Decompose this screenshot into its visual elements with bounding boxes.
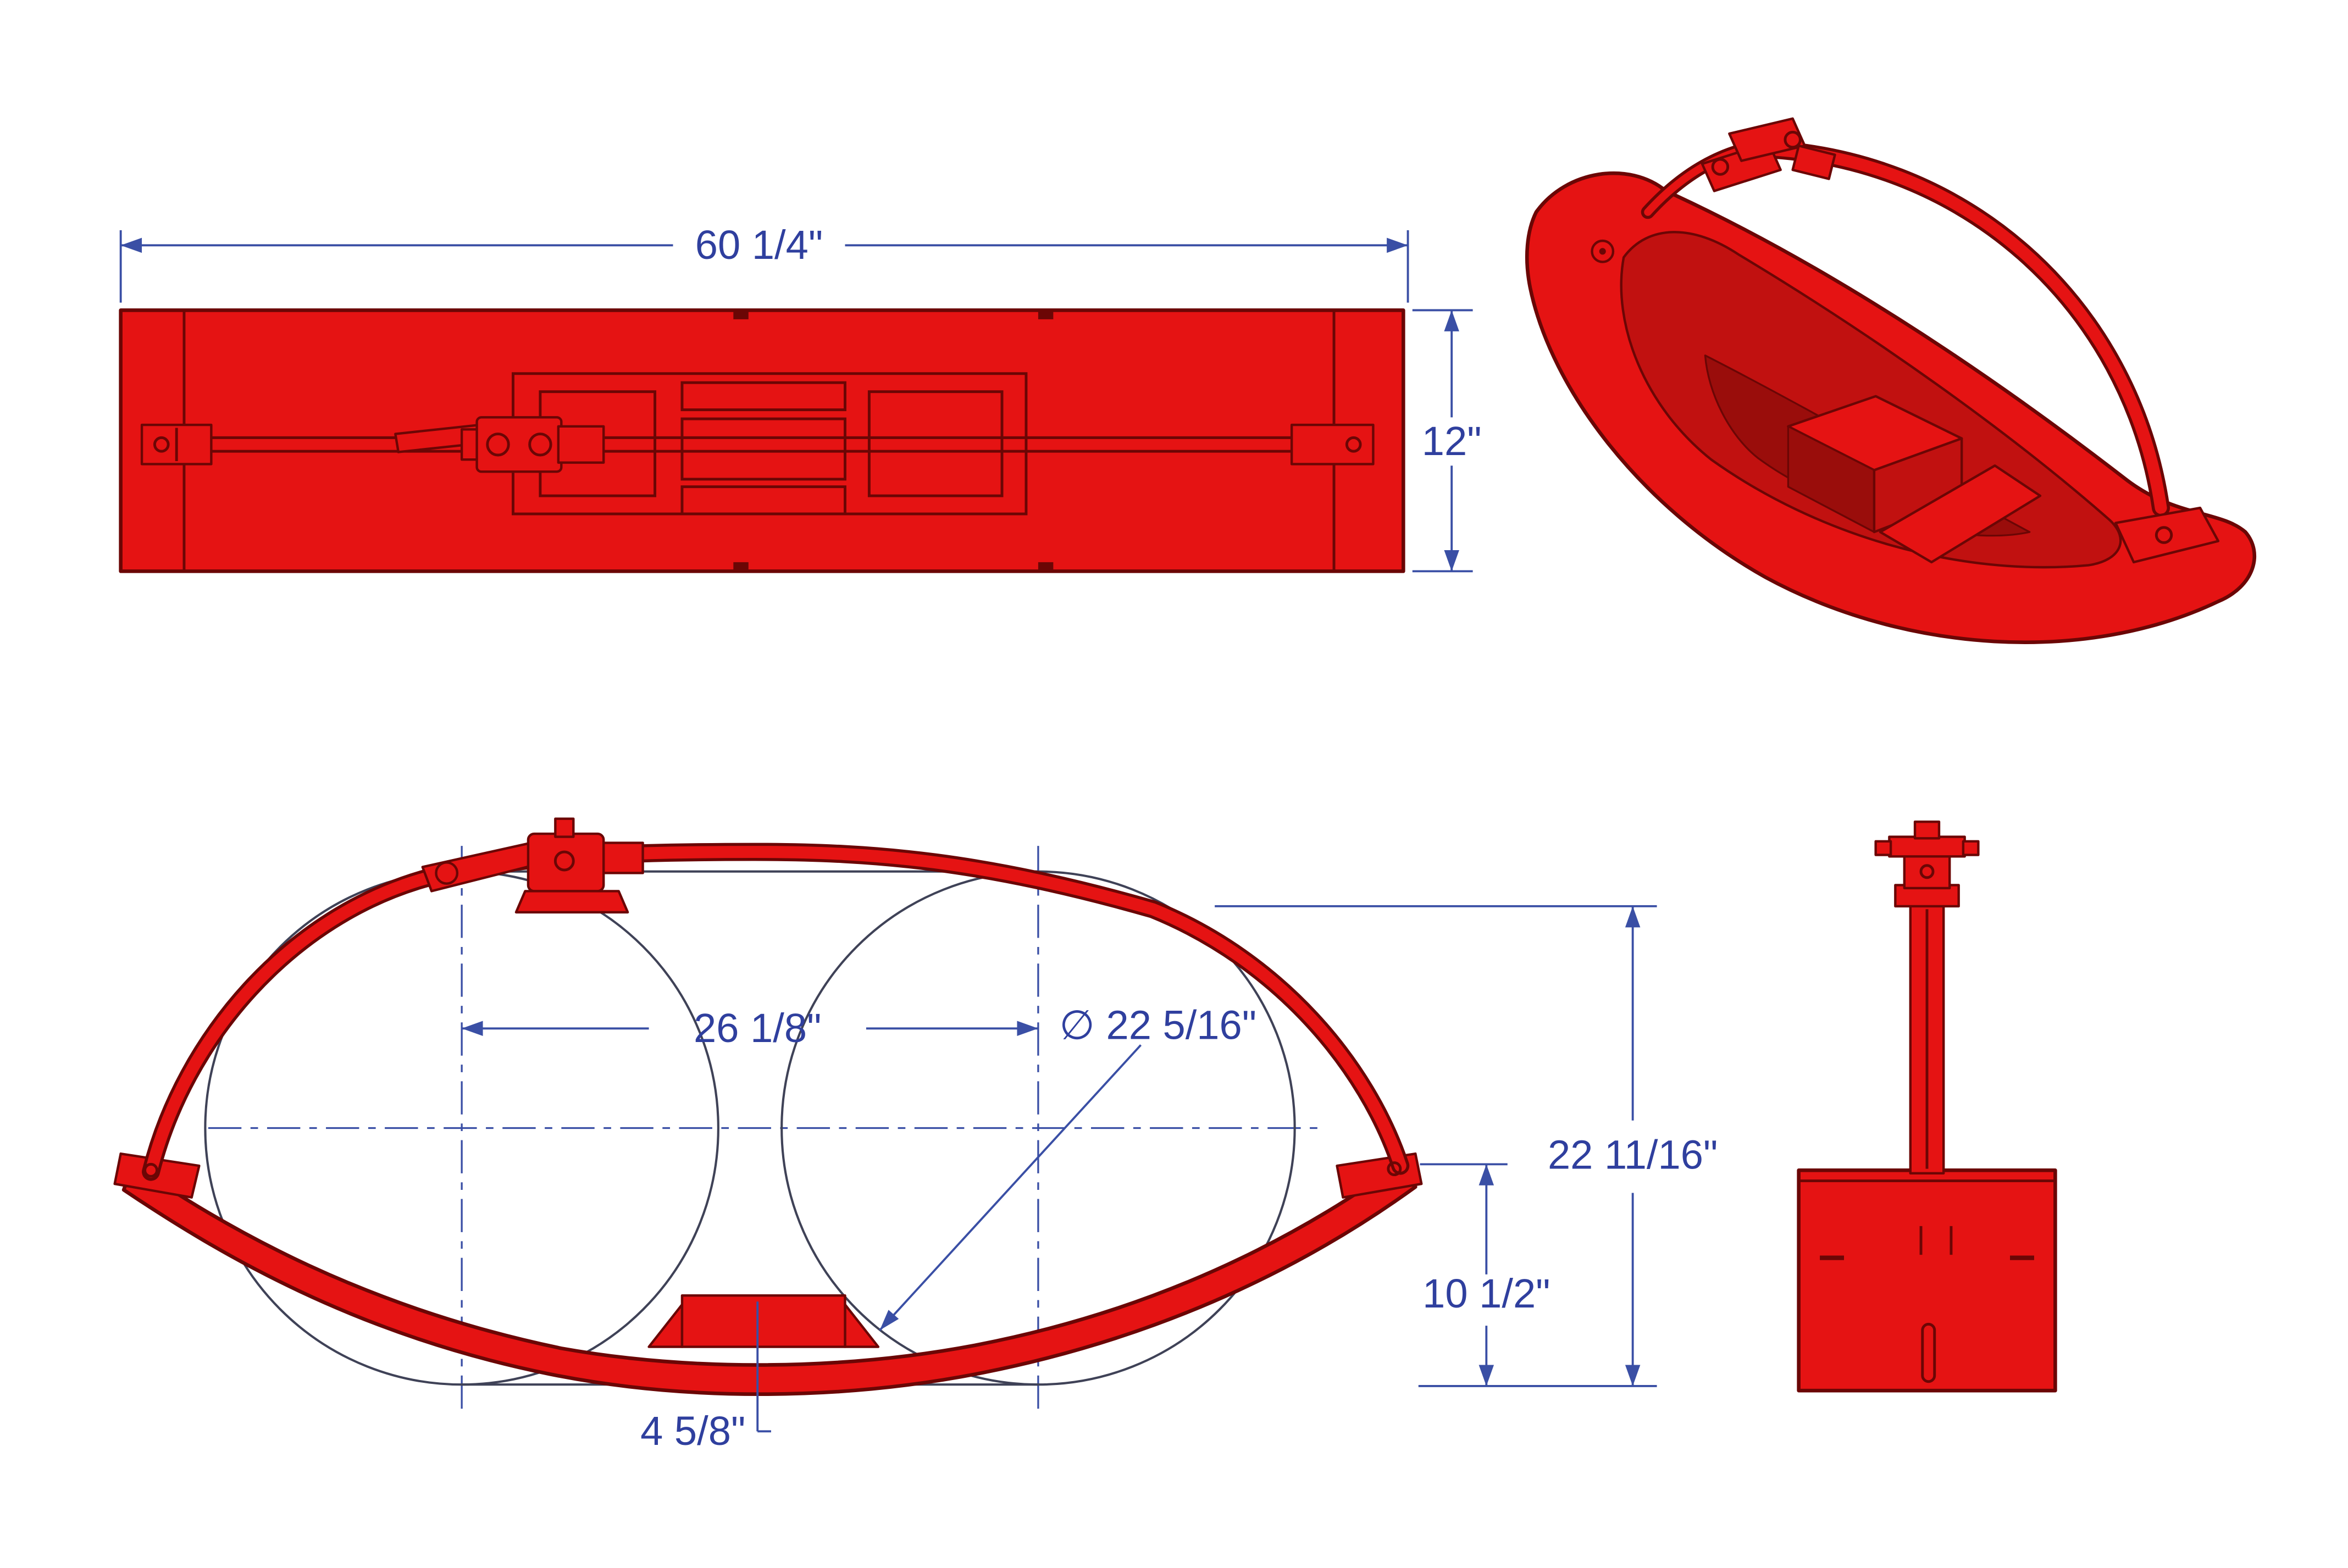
ratchet-clamp-front	[421, 817, 644, 914]
bottom-notch	[1038, 562, 1054, 572]
center-foot-tab	[647, 1294, 880, 1348]
dim-overall-length: 60 1/4"	[119, 222, 1409, 303]
clamp-bolt	[1711, 158, 1730, 176]
strap-front	[145, 846, 1406, 1178]
clamp-jaw	[557, 425, 605, 464]
clamp-bolt	[1919, 864, 1935, 879]
strap-iso	[1744, 142, 2167, 514]
clamp-body	[527, 832, 605, 893]
clamp-bolt	[1784, 130, 1802, 149]
clamp-pin	[1962, 840, 1980, 856]
dim-tank-diameter-text: ∅ 22 5/16"	[1059, 1002, 1256, 1048]
top-notch	[733, 310, 749, 319]
diameter-line	[879, 1044, 1142, 1331]
clamp-jaw	[1791, 144, 1836, 180]
clamp-body	[475, 416, 563, 473]
clamp-nub	[1913, 820, 1941, 840]
dim-overall-length-text: 60 1/4"	[695, 222, 823, 268]
strap-pin-right	[1387, 1161, 1402, 1177]
cradle-plan-body	[119, 308, 1405, 573]
arrowhead	[1478, 1365, 1494, 1386]
dim-overall-height-text: 22 11/16"	[1548, 1132, 1718, 1178]
dim-cradle-height-text: 10 1/2"	[1422, 1271, 1550, 1316]
strap-foot-pin	[2155, 526, 2173, 544]
plate-center-pocket	[680, 417, 846, 481]
bottom-notch	[733, 562, 749, 572]
clamp-bar	[1888, 835, 1966, 858]
tab-body	[680, 1294, 846, 1348]
strap-foot-iso	[2114, 506, 2220, 564]
front-view: ∅ 22 5/16"	[113, 817, 1718, 1454]
top-view: 60 1/4" 12"	[119, 222, 1482, 573]
clamp-lever	[1728, 117, 1806, 162]
right-anchor-pin	[1345, 436, 1362, 453]
arrowhead	[879, 1310, 899, 1331]
arrowhead	[1444, 310, 1459, 331]
dim-overall-height: 22 11/16"	[1215, 905, 1718, 1387]
plate-top-strip	[680, 381, 846, 412]
clamp-bolt	[553, 850, 575, 872]
top-notch	[1038, 310, 1054, 319]
plate-right-pocket	[867, 390, 1004, 497]
ratchet-clamp-iso	[1701, 117, 1836, 192]
strap-rod-plan	[140, 423, 1375, 466]
arrowhead	[1625, 906, 1641, 928]
dim-center-distance-text: 26 1/8"	[694, 1005, 821, 1051]
arrowhead	[120, 237, 142, 253]
clamp-body	[1903, 854, 1951, 890]
tab-left-wing	[647, 1303, 684, 1348]
dim-overall-depth: 12"	[1412, 309, 1482, 573]
arrowhead	[462, 1021, 483, 1036]
clamp-bolt	[528, 433, 552, 457]
arrowhead	[1017, 1021, 1038, 1036]
base-plate-side	[1797, 1168, 2057, 1393]
clamp-pin	[554, 817, 575, 838]
end-bolt-center	[1599, 248, 1606, 255]
cradle-band-front	[121, 1159, 1417, 1396]
center-bracket-iso	[1787, 395, 2042, 564]
dim-overall-depth-text: 12"	[1422, 418, 1482, 464]
clamp-bolt	[486, 433, 510, 457]
side-view	[1797, 820, 2057, 1393]
dim-cradle-height: 10 1/2"	[1420, 1163, 1550, 1386]
ratchet-clamp-plan	[394, 416, 605, 473]
left-anchor-pin	[153, 436, 170, 453]
ratchet-clamp-side	[1874, 820, 1980, 908]
clamp-roller	[435, 861, 459, 885]
clamp-pin	[1874, 840, 1892, 856]
isometric-view	[1525, 117, 2256, 644]
dim-tank-diameter: ∅ 22 5/16"	[879, 1002, 1256, 1331]
strap-pin-left	[143, 1162, 159, 1178]
dim-foot-width-text: 4 5/8"	[640, 1408, 745, 1454]
dim-foot-width: 4 5/8"	[640, 1301, 771, 1454]
clamp-jaw	[602, 841, 644, 874]
arrowhead	[1625, 1365, 1641, 1386]
plate-bottom-slot	[1921, 1322, 1936, 1383]
arrowhead	[1387, 237, 1408, 253]
arrowhead	[1444, 550, 1459, 572]
clamp-base	[514, 890, 629, 914]
bracket-ramp	[1879, 464, 2042, 564]
plate-bottom-strip	[680, 485, 846, 516]
arrowhead	[1478, 1164, 1494, 1185]
dim-center-distance: 26 1/8"	[462, 1005, 1038, 1051]
